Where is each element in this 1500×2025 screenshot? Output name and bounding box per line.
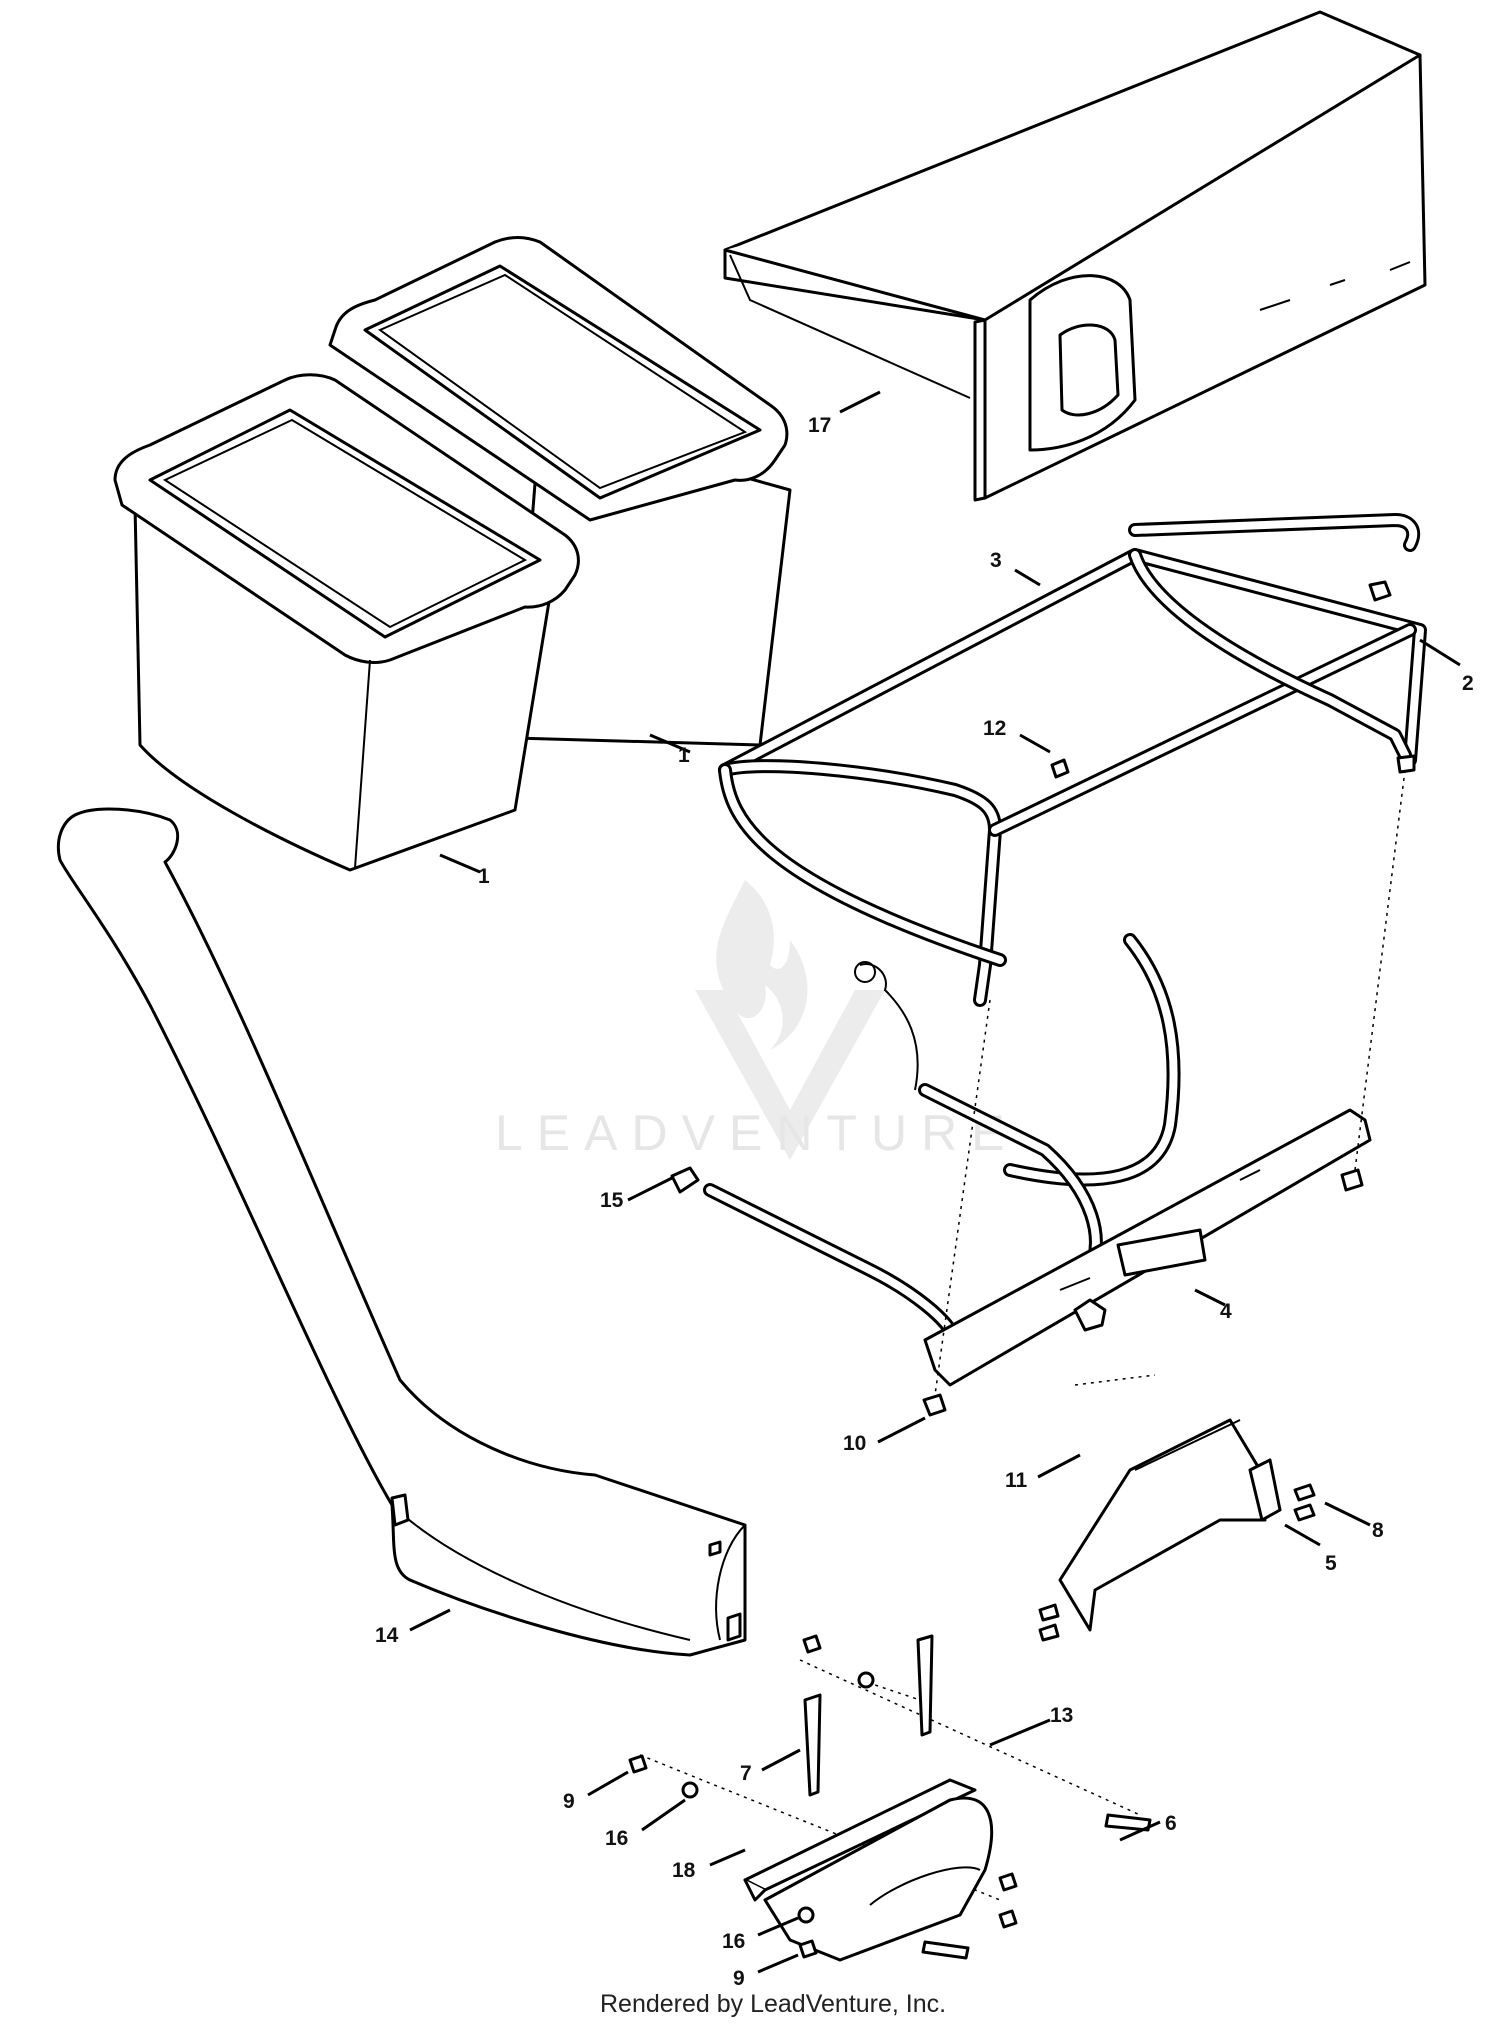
part-bolt-7 xyxy=(803,1634,934,1797)
part-knob-12 xyxy=(1050,758,1070,779)
callout-12: 12 xyxy=(983,717,1006,740)
leader-lines xyxy=(409,390,1461,1974)
part-cover-17 xyxy=(723,10,1427,502)
callout-16-lower: 16 xyxy=(722,1930,745,1953)
callout-11: 11 xyxy=(1005,1469,1028,1492)
callout-9-upper: 9 xyxy=(563,1790,575,1813)
callout-9-lower: 9 xyxy=(733,1967,745,1990)
callout-17: 17 xyxy=(808,414,831,437)
callout-3: 3 xyxy=(990,549,1002,572)
callout-2: 2 xyxy=(1462,672,1474,695)
part-nut-10 xyxy=(922,1393,947,1417)
part-bolts-8 xyxy=(1038,1483,1316,1642)
callout-1-front: 1 xyxy=(478,865,490,888)
callout-6: 6 xyxy=(1165,1812,1177,1835)
part-base-4 xyxy=(703,933,1372,1387)
part-frame-3 xyxy=(718,513,1427,1007)
part-washer-16 xyxy=(681,1671,875,1924)
callout-13: 13 xyxy=(1050,1704,1073,1727)
callouts: 17 3 2 1 1 12 15 4 10 11 8 5 14 13 7 6 9… xyxy=(375,414,1474,1990)
part-nut-rear xyxy=(1340,1168,1364,1192)
part-pin-11 xyxy=(1073,1298,1107,1332)
callout-5: 5 xyxy=(1325,1552,1337,1575)
watermark: LEADVENTURE xyxy=(495,880,1019,1161)
callout-14: 14 xyxy=(375,1624,399,1647)
watermark-v-icon xyxy=(695,990,885,1160)
part-rod-2 xyxy=(1128,548,1416,774)
callout-16-upper: 16 xyxy=(605,1827,628,1850)
callout-18: 18 xyxy=(672,1859,696,1882)
part-bolt-6 xyxy=(921,1813,1152,1960)
callout-7: 7 xyxy=(740,1762,752,1785)
footer-credit: Rendered by LeadVenture, Inc. xyxy=(600,1990,946,2018)
watermark-text: LEADVENTURE xyxy=(495,1105,1019,1161)
part-bag-1-front xyxy=(113,373,580,872)
callout-10: 10 xyxy=(843,1432,866,1455)
part-nut-9 xyxy=(628,1634,1018,1959)
part-plug-15 xyxy=(670,1166,700,1194)
part-tube-14 xyxy=(56,807,747,1657)
part-flap-13 xyxy=(763,1796,993,1962)
callout-15: 15 xyxy=(600,1189,624,1212)
callout-1-rear: 1 xyxy=(678,744,690,767)
part-plate-18 xyxy=(743,1778,977,1902)
part-bracket-5 xyxy=(1058,1418,1282,1632)
callout-4: 4 xyxy=(1220,1300,1232,1323)
part-bag-1-rear xyxy=(328,236,792,747)
watermark-flame-icon xyxy=(716,880,808,1050)
callout-8: 8 xyxy=(1372,1519,1384,1542)
